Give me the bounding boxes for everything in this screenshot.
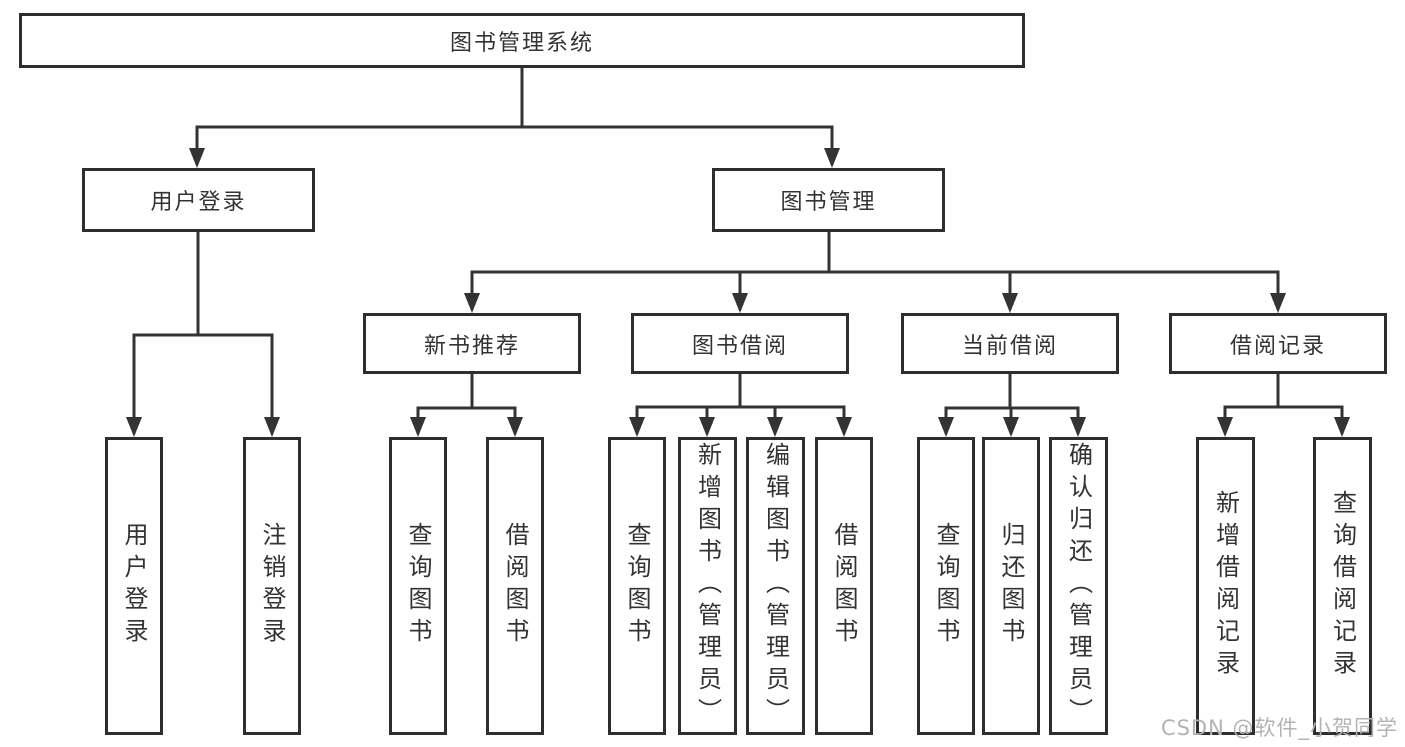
leaf-user-login-label: 用户登录 [120,522,148,650]
node-new-book-recommend: 新书推荐 [363,313,581,374]
watermark: CSDN @软件_小贺同学 [1160,716,1398,740]
leaf-confirm-return-admin-label: 确认归还（管理员） [1064,442,1093,730]
leaf-borrow-books-recommend-label: 借阅图书 [501,522,529,650]
leaf-add-borrow-record: 新增借阅记录 [1196,437,1255,735]
node-user-login: 用户登录 [82,168,315,232]
leaf-add-book-admin-label: 新增图书（管理员） [693,442,722,730]
leaf-query-books-current-label: 查询图书 [932,522,960,650]
leaf-query-books-recommend: 查询图书 [389,437,447,735]
leaf-add-borrow-record-label: 新增借阅记录 [1211,490,1240,682]
leaf-return-books: 归还图书 [982,437,1040,735]
node-current-borrow: 当前借阅 [901,313,1119,374]
node-borrow-records: 借阅记录 [1169,313,1387,374]
node-root: 图书管理系统 [19,13,1025,68]
leaf-query-books-current: 查询图书 [917,437,975,735]
leaf-borrow-books-borrow-label: 借阅图书 [830,522,858,650]
leaf-edit-book-admin-label: 编辑图书（管理员） [761,442,790,730]
leaf-query-borrow-record-label: 查询借阅记录 [1328,490,1357,682]
leaf-user-login: 用户登录 [105,437,163,735]
leaf-logout-label: 注销登录 [258,522,286,650]
leaf-confirm-return-admin: 确认归还（管理员） [1049,437,1108,735]
node-book-borrow: 图书借阅 [631,313,849,374]
leaf-logout: 注销登录 [243,437,301,735]
leaf-return-books-label: 归还图书 [997,522,1025,650]
leaf-query-books-recommend-label: 查询图书 [404,522,432,650]
node-book-management: 图书管理 [712,168,945,232]
leaf-query-books-borrow-label: 查询图书 [623,522,651,650]
leaf-query-books-borrow: 查询图书 [608,437,666,735]
leaf-query-borrow-record: 查询借阅记录 [1313,437,1372,735]
leaf-add-book-admin: 新增图书（管理员） [678,437,737,735]
leaf-borrow-books-recommend: 借阅图书 [486,437,544,735]
leaf-borrow-books-borrow: 借阅图书 [815,437,873,735]
leaf-edit-book-admin: 编辑图书（管理员） [746,437,805,735]
